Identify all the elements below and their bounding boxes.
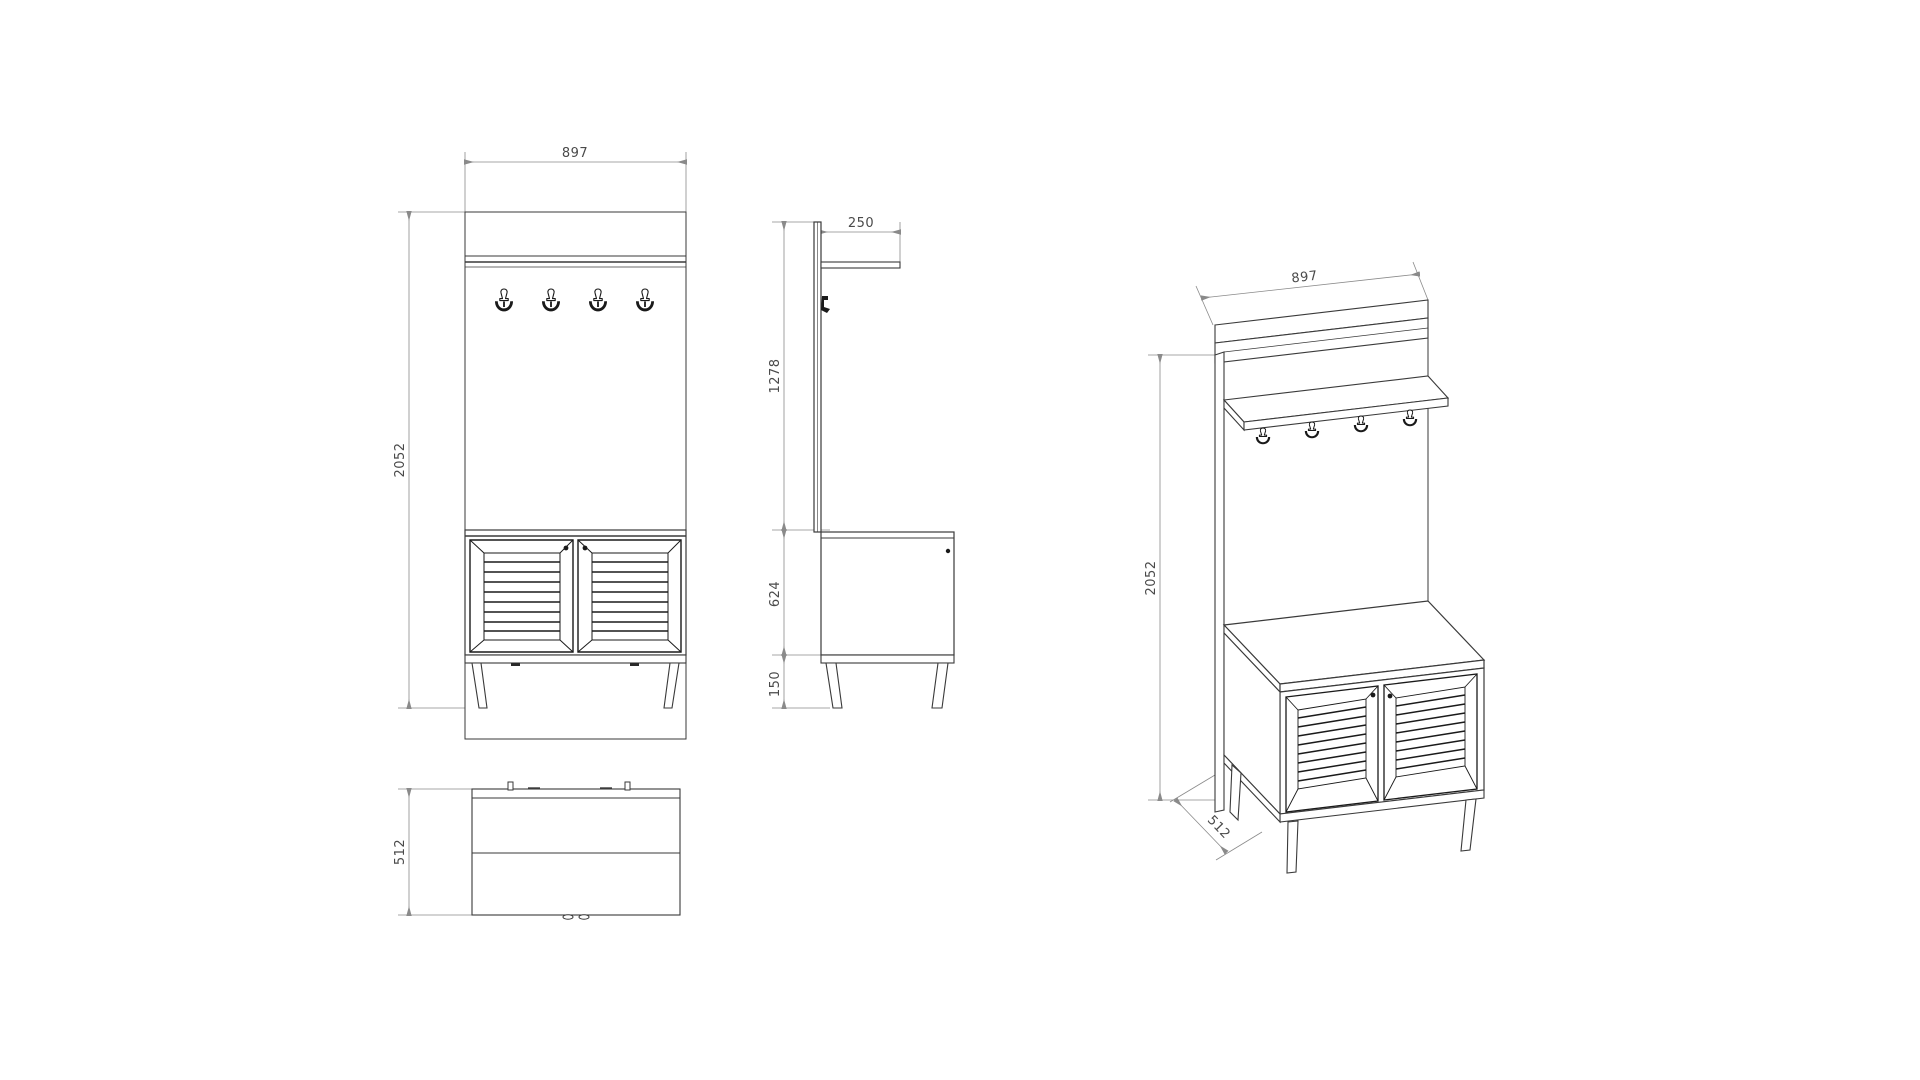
dim-label-side-shelf-depth: 250 bbox=[848, 216, 874, 231]
door-knob bbox=[1370, 692, 1376, 698]
dim-front-height: 2052 bbox=[393, 211, 468, 709]
dim-side-leg-height: 150 bbox=[768, 654, 830, 709]
plan-fitting bbox=[507, 781, 514, 791]
dim-label-side-cabinet-height: 624 bbox=[768, 581, 783, 607]
louver-slats bbox=[592, 561, 668, 632]
dim-label-front-height: 2052 bbox=[393, 442, 408, 477]
door-knob bbox=[1387, 693, 1393, 699]
louver-slats bbox=[1297, 706, 1367, 782]
dim-front-width: 897 bbox=[464, 146, 687, 212]
iso-hook-shelf bbox=[1222, 375, 1450, 445]
plan-knob bbox=[578, 914, 590, 920]
door-knob bbox=[563, 545, 569, 551]
glide bbox=[511, 663, 520, 666]
dim-label-plan-depth: 512 bbox=[393, 839, 408, 865]
door-knob bbox=[945, 548, 951, 554]
dim-label-front-width: 897 bbox=[562, 146, 588, 161]
dim-label-iso-width: 897 bbox=[1291, 269, 1319, 287]
side-cabinet-box bbox=[820, 531, 955, 709]
plan-fitting bbox=[624, 781, 631, 791]
door-knob bbox=[582, 545, 588, 551]
iso-cabinet bbox=[1222, 600, 1486, 874]
view-side-elevation: 250 1278 624 150 bbox=[768, 216, 955, 709]
view-front-elevation: 897 2052 bbox=[393, 146, 687, 740]
side-hook-profile bbox=[821, 296, 830, 313]
tapered-leg bbox=[931, 662, 949, 709]
iso-door-right bbox=[1383, 673, 1478, 801]
tapered-leg bbox=[1460, 798, 1477, 852]
dim-label-side-leg-height: 150 bbox=[768, 671, 783, 697]
glide bbox=[630, 663, 639, 666]
dim-plan-depth: 512 bbox=[393, 788, 472, 916]
louver-slats bbox=[484, 561, 560, 632]
iso-back-panel bbox=[1214, 299, 1429, 813]
dim-iso-width: 897 bbox=[1195, 261, 1429, 326]
tapered-leg bbox=[1229, 763, 1242, 822]
side-top-shelf bbox=[820, 261, 901, 269]
front-cabinet bbox=[464, 529, 687, 709]
tapered-leg bbox=[663, 662, 680, 709]
tapered-leg bbox=[1286, 820, 1299, 874]
tapered-leg bbox=[471, 662, 488, 709]
front-door-left bbox=[469, 539, 574, 653]
dim-side-upper-height: 1278 bbox=[768, 221, 830, 531]
dim-label-iso-height: 2052 bbox=[1144, 560, 1159, 595]
side-back-panel bbox=[813, 221, 822, 533]
tapered-leg bbox=[825, 662, 843, 709]
iso-door-left bbox=[1285, 685, 1379, 813]
dim-label-side-upper-height: 1278 bbox=[768, 358, 783, 393]
view-isometric: 897 2052 512 bbox=[1144, 261, 1486, 874]
plan-outline bbox=[471, 781, 681, 920]
view-top-plan: 512 bbox=[393, 781, 681, 920]
louver-slats bbox=[1395, 694, 1466, 770]
front-door-right bbox=[577, 539, 682, 653]
plan-knob bbox=[562, 914, 574, 920]
